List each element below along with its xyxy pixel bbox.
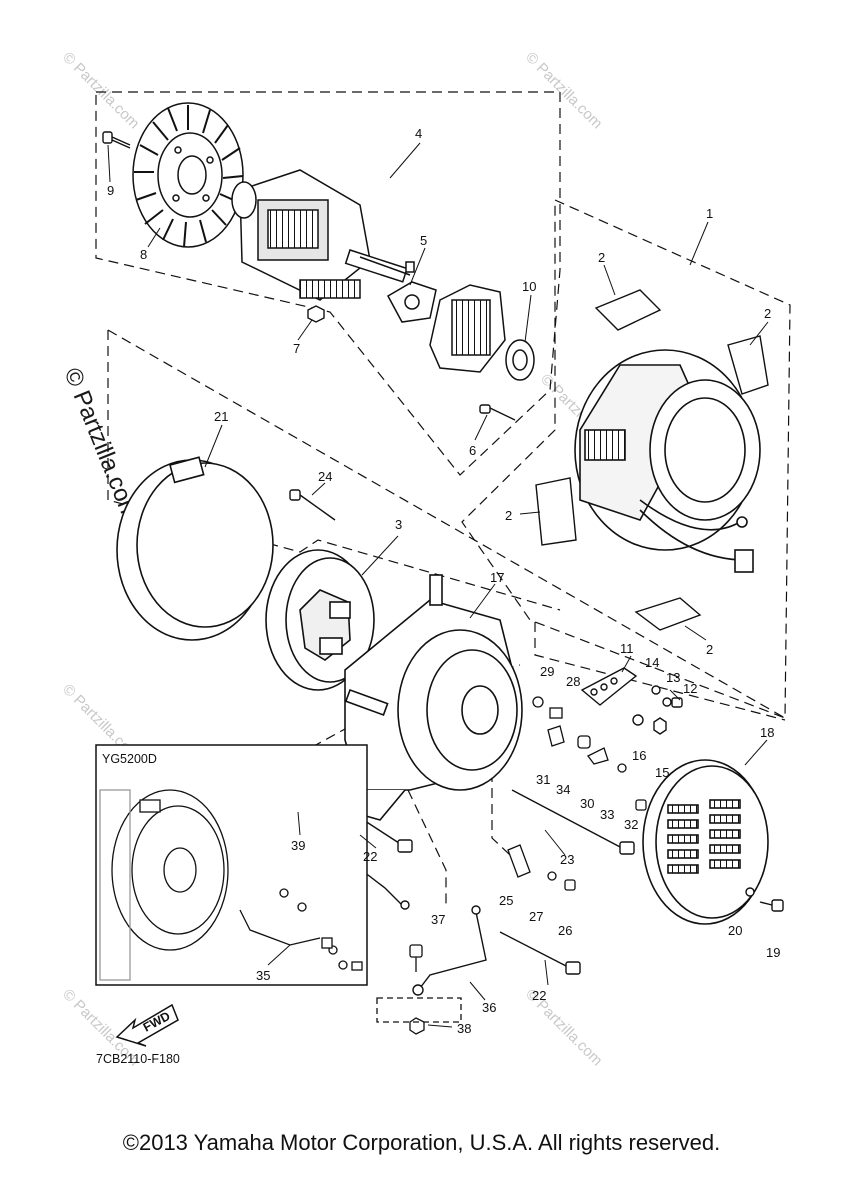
callout-39: 39: [291, 838, 305, 853]
callout-31: 31: [536, 772, 550, 787]
callout-18: 18: [760, 725, 774, 740]
callout-37: 37: [431, 912, 445, 927]
leader-lines: [107, 142, 769, 1028]
cooling-fan: [132, 102, 244, 248]
callout-27: 27: [529, 909, 543, 924]
callout-35: 35: [256, 968, 270, 983]
callout-2a: 2: [598, 250, 605, 265]
callout-2d: 2: [706, 642, 713, 657]
callout-30: 30: [580, 796, 594, 811]
callout-25: 25: [499, 893, 513, 908]
callout-9: 9: [107, 183, 114, 198]
watermark: © Partzilla.com: [59, 49, 142, 132]
callout-6: 6: [469, 443, 476, 458]
callout-2b: 2: [764, 306, 771, 321]
callout-34: 34: [556, 782, 570, 797]
callout-36: 36: [482, 1000, 496, 1015]
copyright-notice: ©2013 Yamaha Motor Corporation, U.S.A. A…: [122, 1130, 721, 1155]
callout-29: 29: [540, 664, 554, 679]
nut-7: [307, 305, 325, 323]
through-bolts: [344, 789, 635, 975]
variant-inset: YG5200D: [95, 744, 368, 986]
callout-32: 32: [624, 817, 638, 832]
callout-16: 16: [632, 748, 646, 763]
callout-14: 14: [645, 655, 659, 670]
callout-7: 7: [293, 341, 300, 356]
housing-band: [116, 456, 274, 641]
brush-plate: [580, 667, 683, 735]
callout-26: 26: [558, 923, 572, 938]
rotor-core: [265, 549, 375, 691]
callout-33: 33: [600, 807, 614, 822]
bolt-24: [289, 489, 336, 521]
bolt-19: [745, 887, 784, 912]
callout-24: 24: [318, 469, 332, 484]
callout-38: 38: [457, 1021, 471, 1036]
stator: [574, 349, 761, 573]
figure-code: 7CB2110-F180: [96, 1052, 180, 1066]
brush-holder: [386, 261, 437, 323]
callout-4: 4: [415, 126, 422, 141]
forward-arrow-icon: FWD: [115, 1003, 179, 1047]
callout-8: 8: [140, 247, 147, 262]
callout-21: 21: [214, 409, 228, 424]
callouts: 1 2 2 2 2 3 4 5 6 7 8 9 10 11 12 13 14 1…: [107, 126, 780, 1036]
callout-13: 13: [666, 670, 680, 685]
bolt-9: [102, 131, 131, 149]
callout-28: 28: [566, 674, 580, 689]
callout-12: 12: [683, 681, 697, 696]
watermark: © Partzilla.com: [522, 49, 605, 132]
rotor-assembly: [231, 169, 411, 301]
callout-1: 1: [706, 206, 713, 221]
misc-hardware: [376, 844, 576, 1035]
callout-3: 3: [395, 517, 402, 532]
callout-2c: 2: [505, 508, 512, 523]
small-hardware: [532, 696, 647, 811]
exciter: [429, 284, 535, 381]
callout-22a: 22: [363, 849, 377, 864]
end-cover: [642, 759, 769, 925]
callout-17: 17: [490, 570, 504, 585]
callout-10: 10: [522, 279, 536, 294]
variant-label: YG5200D: [102, 752, 157, 766]
pads: [535, 289, 769, 631]
generator-frame: [343, 574, 523, 821]
callout-15: 15: [655, 765, 669, 780]
bolt-6: [479, 404, 516, 421]
callout-20: 20: [728, 923, 742, 938]
callout-11: 11: [620, 641, 634, 656]
callout-5: 5: [420, 233, 427, 248]
callout-19: 19: [766, 945, 780, 960]
callout-23: 23: [560, 852, 574, 867]
callout-22b: 22: [532, 988, 546, 1003]
